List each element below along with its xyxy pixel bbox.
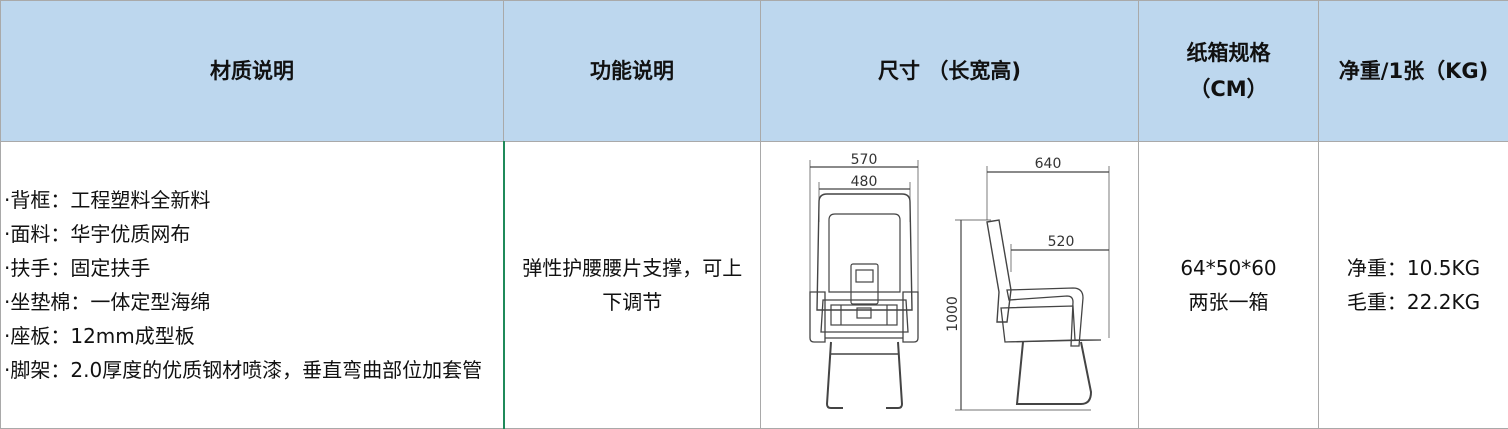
carton-size: 64*50*60: [1139, 251, 1318, 285]
front-outer-width-label: 570: [851, 152, 878, 168]
header-carton-line2: （CM）: [1139, 71, 1318, 107]
front-inner-width-label: 480: [851, 174, 878, 190]
header-size: 尺寸 （长宽高): [761, 1, 1139, 142]
header-carton: 纸箱规格 （CM）: [1139, 1, 1319, 142]
material-item-back-frame: ·背框：工程塑料全新料: [4, 183, 499, 217]
gross-weight: 毛重：22.2KG: [1319, 285, 1508, 319]
header-function: 功能说明: [504, 1, 761, 142]
header-carton-line1: 纸箱规格: [1139, 35, 1318, 71]
carton-cell: 64*50*60 两张一箱: [1139, 142, 1319, 429]
function-cell: 弹性护腰腰片支撑，可上下调节: [504, 142, 761, 429]
carton-note: 两张一箱: [1139, 285, 1318, 319]
product-row: ·背框：工程塑料全新料 ·面料：华宇优质网布 ·扶手：固定扶手 ·坐垫棉：一体定…: [1, 142, 1508, 429]
header-material: 材质说明: [1, 1, 504, 142]
size-diagram-cell: 570 480: [761, 142, 1139, 429]
height-label: 1000: [945, 296, 961, 332]
chair-front-view: [810, 160, 918, 408]
chair-dimension-diagram: 570 480: [761, 142, 1137, 428]
materials-cell: ·背框：工程塑料全新料 ·面料：华宇优质网布 ·扶手：固定扶手 ·坐垫棉：一体定…: [1, 142, 504, 429]
header-weight: 净重/1张（KG): [1319, 1, 1508, 142]
seat-depth-label: 520: [1048, 234, 1075, 250]
material-item-fabric: ·面料：华宇优质网布: [4, 217, 499, 251]
material-item-armrest: ·扶手：固定扶手: [4, 251, 499, 285]
function-text: 弹性护腰腰片支撑，可上下调节: [505, 251, 761, 319]
side-depth-label: 640: [1035, 156, 1062, 172]
material-item-cushion: ·坐垫棉：一体定型海绵: [4, 285, 499, 319]
net-weight: 净重：10.5KG: [1319, 251, 1508, 285]
chair-side-view: [955, 166, 1109, 410]
weight-cell: 净重：10.5KG 毛重：22.2KG: [1319, 142, 1508, 429]
material-item-base-frame: ·脚架：2.0厚度的优质钢材喷漆，垂直弯曲部位加套管: [4, 353, 499, 387]
material-item-seat-board: ·座板：12mm成型板: [4, 319, 499, 353]
header-row: 材质说明 功能说明 尺寸 （长宽高) 纸箱规格 （CM） 净重/1张（KG): [1, 1, 1508, 142]
